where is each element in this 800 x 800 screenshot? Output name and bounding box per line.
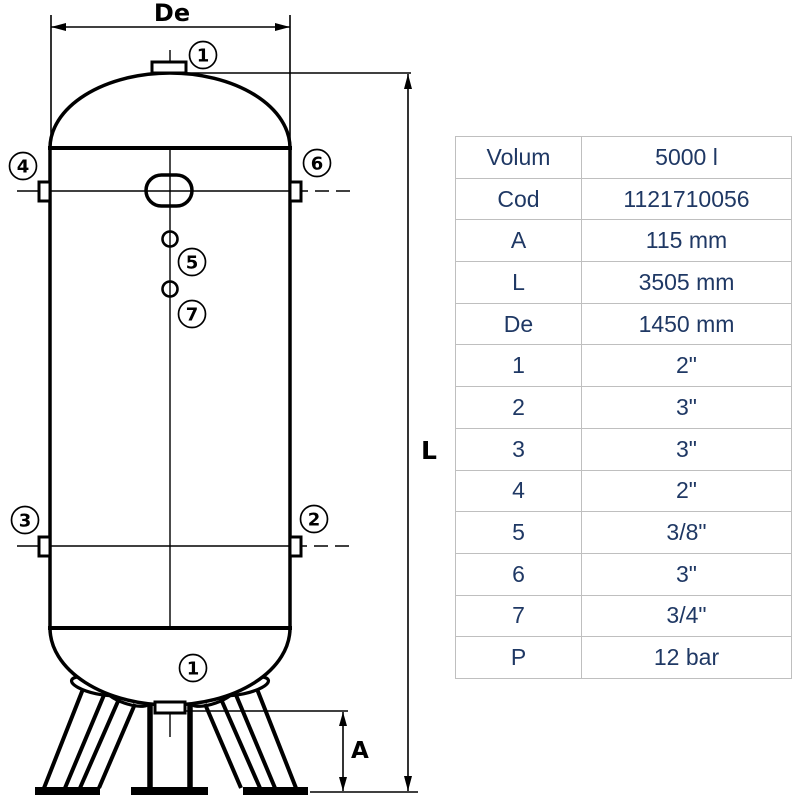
spec-value: 3505 mm bbox=[581, 261, 792, 304]
spec-value: 2" bbox=[581, 469, 792, 513]
spec-label: Cod bbox=[455, 177, 582, 221]
spec-value: 1121710056 bbox=[581, 177, 792, 221]
bottom-dome bbox=[48, 627, 292, 707]
tank-shell bbox=[48, 71, 292, 707]
de-arrow-left bbox=[51, 23, 66, 31]
table-row: Volum 5000 l bbox=[455, 136, 792, 179]
nozzle-left-lower bbox=[37, 535, 52, 558]
table-row: 4 2" bbox=[455, 469, 792, 513]
a-dimension-label: A bbox=[351, 738, 369, 764]
port-7 bbox=[161, 280, 179, 298]
manhole bbox=[144, 173, 194, 208]
table-row: Cod 1121710056 bbox=[455, 177, 792, 221]
callout-2-label: 2 bbox=[308, 510, 321, 531]
spec-label: 6 bbox=[455, 552, 582, 596]
table-row: 1 2" bbox=[455, 344, 792, 388]
left-legs bbox=[42, 688, 137, 789]
top-dome bbox=[48, 71, 292, 149]
tank-nozzles bbox=[37, 60, 303, 715]
callout-5: 5 bbox=[177, 247, 207, 277]
spec-label: 7 bbox=[455, 594, 582, 638]
callout-1-top-label: 1 bbox=[197, 46, 210, 67]
spec-label: 2 bbox=[455, 386, 582, 429]
callout-2: 2 bbox=[299, 504, 329, 534]
callouts: 1 4 6 5 7 3 2 bbox=[8, 40, 332, 683]
foot-right bbox=[243, 787, 308, 795]
callout-4-label: 4 bbox=[17, 157, 30, 178]
callout-3-label: 3 bbox=[19, 511, 32, 532]
callout-4: 4 bbox=[8, 151, 38, 181]
table-row: 2 3" bbox=[455, 386, 792, 429]
l-arrow-top bbox=[404, 74, 412, 89]
table-row: 5 3/8" bbox=[455, 511, 792, 554]
table-row: De 1450 mm bbox=[455, 302, 792, 346]
nozzle-right-upper bbox=[288, 180, 303, 203]
l-dimension-label: L bbox=[421, 436, 437, 465]
a-arrow-bottom bbox=[339, 777, 347, 791]
spec-value: 3/8" bbox=[581, 511, 792, 554]
table-row: 3 3" bbox=[455, 427, 792, 471]
spec-label: 4 bbox=[455, 469, 582, 513]
spec-label: 3 bbox=[455, 427, 582, 471]
spec-label: 5 bbox=[455, 511, 582, 554]
spec-value: 1450 mm bbox=[581, 302, 792, 346]
callout-1-bottom: 1 bbox=[178, 653, 208, 683]
table-row: P 12 bar bbox=[455, 636, 792, 679]
spec-label: P bbox=[455, 636, 582, 679]
spec-label: De bbox=[455, 302, 582, 346]
spec-value: 2" bbox=[581, 344, 792, 388]
nozzle-top bbox=[150, 60, 188, 75]
dimension-de: De bbox=[50, 0, 291, 150]
nozzle-bottom bbox=[153, 700, 187, 715]
callout-1-top: 1 bbox=[188, 40, 218, 70]
callout-1-bottom-label: 1 bbox=[187, 659, 200, 680]
callout-5-label: 5 bbox=[186, 253, 199, 274]
callout-7-label: 7 bbox=[186, 305, 199, 326]
spec-value: 3" bbox=[581, 386, 792, 429]
dimension-l: L bbox=[186, 72, 437, 793]
spec-value: 12 bar bbox=[581, 636, 792, 679]
callout-6-label: 6 bbox=[311, 154, 324, 175]
spec-value: 3" bbox=[581, 552, 792, 596]
spec-label: Volum bbox=[455, 136, 582, 179]
a-arrow-top bbox=[339, 712, 347, 726]
foot-left bbox=[35, 787, 100, 795]
de-dimension-label: De bbox=[154, 0, 190, 27]
callout-7: 7 bbox=[177, 299, 207, 329]
nozzle-right-lower bbox=[288, 535, 303, 558]
table-row: 6 3" bbox=[455, 552, 792, 596]
nozzle-left-upper bbox=[37, 180, 52, 203]
spec-table: Volum 5000 l Cod 1121710056 A 115 mm L 3… bbox=[455, 136, 792, 679]
spec-value: 3" bbox=[581, 427, 792, 471]
callout-6: 6 bbox=[302, 148, 332, 178]
spec-label: 1 bbox=[455, 344, 582, 388]
callout-3: 3 bbox=[10, 505, 40, 535]
right-legs bbox=[203, 688, 298, 789]
table-row: 7 3/4" bbox=[455, 594, 792, 638]
l-arrow-bottom bbox=[404, 776, 412, 791]
spec-label: L bbox=[455, 261, 582, 304]
port-5 bbox=[161, 230, 179, 248]
de-arrow-right bbox=[275, 23, 290, 31]
spec-value: 5000 l bbox=[581, 136, 792, 179]
foot-center bbox=[131, 787, 208, 795]
table-row: L 3505 mm bbox=[455, 261, 792, 304]
spec-value: 3/4" bbox=[581, 594, 792, 638]
spec-label: A bbox=[455, 219, 582, 263]
spec-value: 115 mm bbox=[581, 219, 792, 263]
table-row: A 115 mm bbox=[455, 219, 792, 263]
